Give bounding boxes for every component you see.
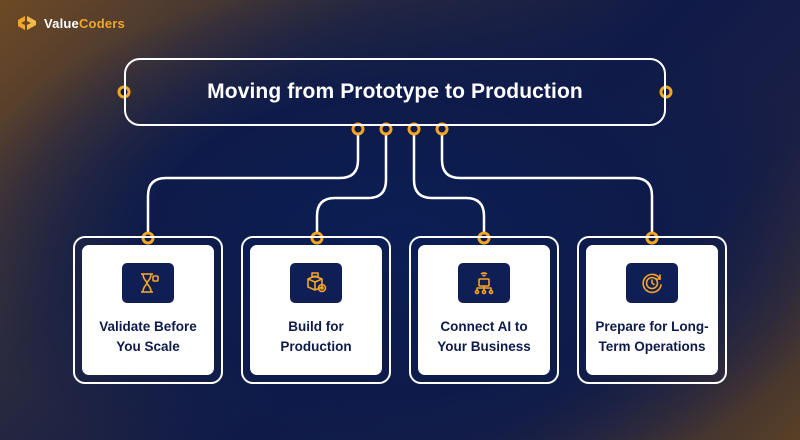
card-label: Prepare for Long-Term Operations — [595, 319, 709, 354]
network-icon — [458, 263, 510, 303]
clock-cycle-icon — [626, 263, 678, 303]
connector-line-1 — [146, 129, 360, 236]
valuecoders-logo-icon — [18, 16, 36, 30]
hourglass-icon — [122, 263, 174, 303]
diagram-title: Moving from Prototype to Production — [207, 80, 583, 103]
package-gear-icon — [290, 263, 342, 303]
step-card-operations: Prepare for Long-Term Operations — [577, 236, 727, 384]
connector-line-3 — [412, 129, 486, 236]
title-box: Moving from Prototype to Production — [124, 58, 666, 126]
logo-text: ValueCoders — [44, 15, 125, 31]
connector-line-4 — [440, 129, 654, 236]
connector-line-2 — [315, 129, 388, 236]
logo: ValueCoders — [16, 12, 125, 34]
